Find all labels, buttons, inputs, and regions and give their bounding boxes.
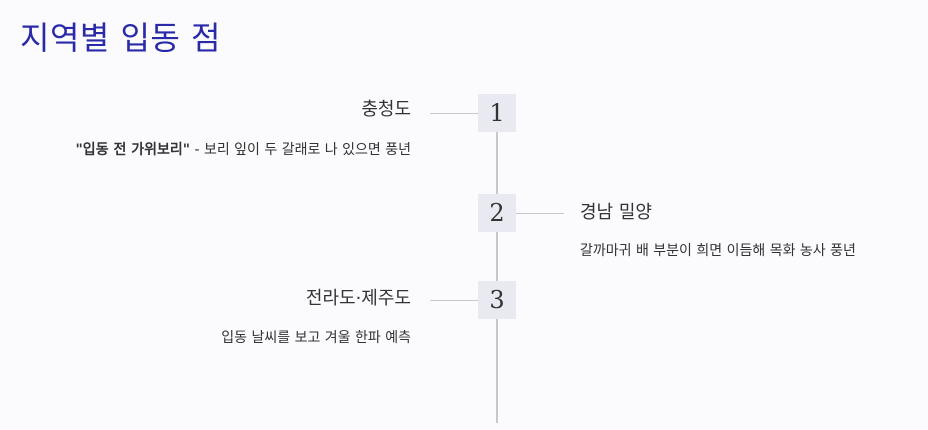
page-title: 지역별 입동 점 [20,19,221,57]
timeline-description-text-1: - 보리 잎이 두 갈래로 나 있으면 풍년 [190,142,411,158]
timeline-connector-1 [430,113,478,114]
timeline-region-3: 전라도·제주도 [305,288,411,309]
timeline-description-3: 입동 날씨를 보고 겨울 한파 예측 [221,330,411,346]
timeline-description-1: "입동 전 가위보리" - 보리 잎이 두 갈래로 나 있으면 풍년 [76,140,411,160]
timeline-region-2: 경남 밀양 [580,202,652,223]
timeline-connector-3 [430,300,478,301]
timeline-region-1: 충청도 [361,99,411,120]
timeline-line [496,96,498,423]
timeline-description-2: 갈까마귀 배 부분이 희면 이듬해 목화 농사 풍년 [580,243,856,259]
timeline-connector-2 [516,213,564,214]
timeline-marker-1: 1 [478,94,516,132]
timeline-marker-3: 3 [478,281,516,319]
timeline-marker-2: 2 [478,194,516,232]
timeline-quote-1: "입동 전 가위보리" [75,142,191,158]
